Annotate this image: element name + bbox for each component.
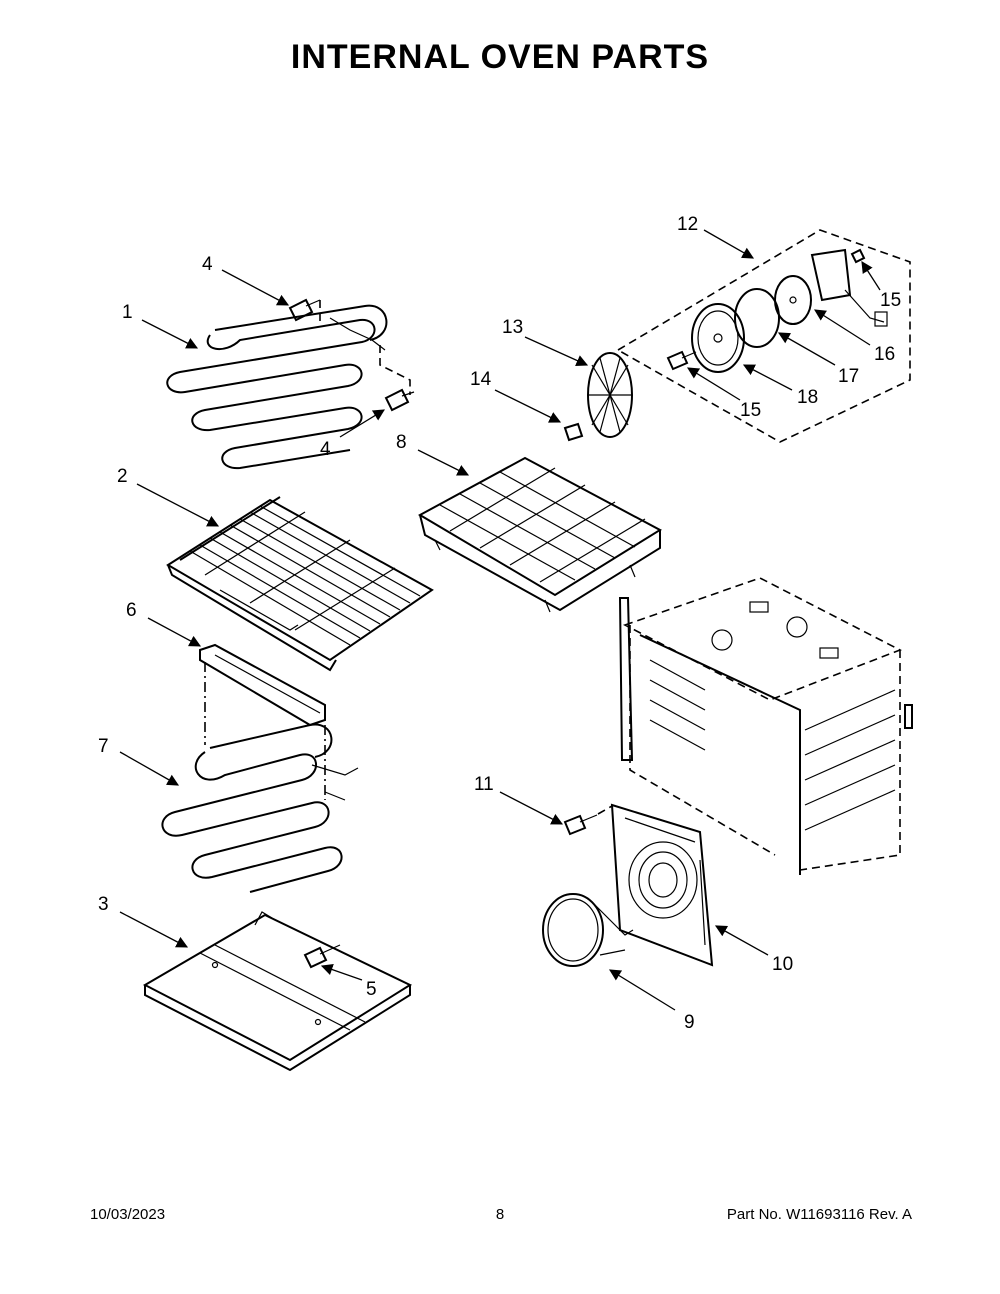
callout-1: 1 [122,302,133,323]
callout-6: 6 [126,600,137,621]
callout-9: 9 [684,1012,695,1033]
callout-4-top: 4 [202,254,213,275]
callout-17: 17 [838,366,859,387]
fan-plate-part-18 [691,303,745,373]
screw-part-11 [563,805,613,836]
basket-tray-part-8 [417,456,663,613]
callout-13: 13 [502,317,523,338]
element-shield-part-6 [199,643,326,727]
oven-cavity [618,577,913,875]
callout-2: 2 [117,466,128,487]
insulation-disc-part-17 [734,288,780,348]
callout-16: 16 [874,344,895,365]
callout-7: 7 [98,736,109,757]
rear-panel-part-10 [610,803,714,967]
callout-8: 8 [396,432,407,453]
callout-11: 11 [474,774,494,795]
nut-part-14 [563,422,584,442]
callout-3: 3 [98,894,109,915]
callout-18: 18 [797,387,818,408]
fan-motor-part-16 [810,248,888,327]
callout-15-left: 15 [740,400,761,421]
screw-part-4-top [288,298,321,322]
screw-part-15-right [850,248,866,264]
footer-page-number: 8 [495,1206,505,1223]
oven-rack-part-2 [166,496,434,672]
screw-part-5 [303,944,341,969]
callout-4-bottom: 4 [320,439,331,460]
callout-12: 12 [677,214,698,235]
callout-14: 14 [470,369,492,390]
bottom-cover-part-3 [142,911,413,1072]
fan-blade-part-13 [587,352,633,438]
footer-date: 10/03/2023 [90,1206,166,1223]
leader-lines [119,229,881,1011]
convection-motor-assembly-part-12 [616,229,911,443]
convection-element-part-9 [542,893,634,967]
bake-element-part-7 [161,723,359,893]
broil-element-part-1 [166,300,411,470]
footer-part-number: Part No. W11693116 Rev. A [726,1206,912,1223]
gasket-part-16 [774,275,812,325]
callout-10: 10 [772,954,793,975]
screw-part-15-left [666,350,697,371]
callout-5: 5 [366,979,377,1000]
page-title: INTERNAL OVEN PARTS [290,38,710,76]
callout-15-right: 15 [880,290,901,311]
screw-part-4-bottom [384,388,415,412]
